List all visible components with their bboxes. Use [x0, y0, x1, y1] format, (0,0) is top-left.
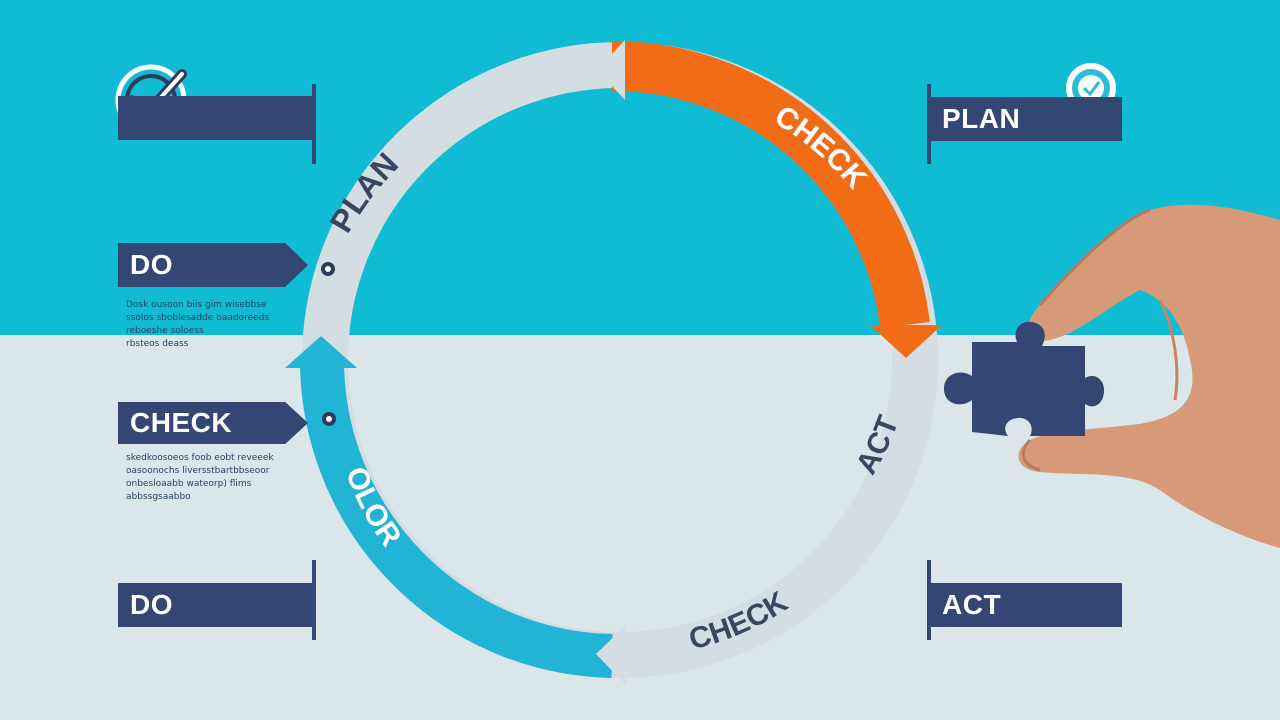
- orange-arrowhead: [870, 325, 942, 358]
- plan-tick: [927, 84, 931, 164]
- check-arc-orange: [611, 40, 930, 329]
- hand-image: [1018, 204, 1280, 548]
- cyan-tail: [596, 625, 626, 685]
- cyan-arrowhead: [285, 336, 357, 368]
- do-arc-cyan: [300, 359, 613, 678]
- check-connector-dot: [322, 412, 336, 426]
- top-left-bar: [118, 96, 314, 140]
- act-tick: [927, 560, 931, 640]
- puzzle-piece-icon: [943, 321, 1105, 436]
- act-bar: ACT: [930, 583, 1122, 627]
- check-tag: CHECK: [118, 402, 308, 444]
- plan-bar: PLAN: [930, 97, 1122, 141]
- check-description: skedkoosoeos foob eobt reveeek oasoonoch…: [126, 453, 274, 502]
- top-left-tick: [312, 84, 316, 164]
- do-bottom-bar: DO: [118, 583, 314, 627]
- do-connector-dot: [321, 262, 335, 276]
- do-bottom-tick: [312, 560, 316, 640]
- do-tag: DO: [118, 243, 308, 287]
- do-description: Dosk ousoon biis gim wisebbse ssolos sbo…: [126, 300, 270, 349]
- orange-tail: [597, 40, 625, 100]
